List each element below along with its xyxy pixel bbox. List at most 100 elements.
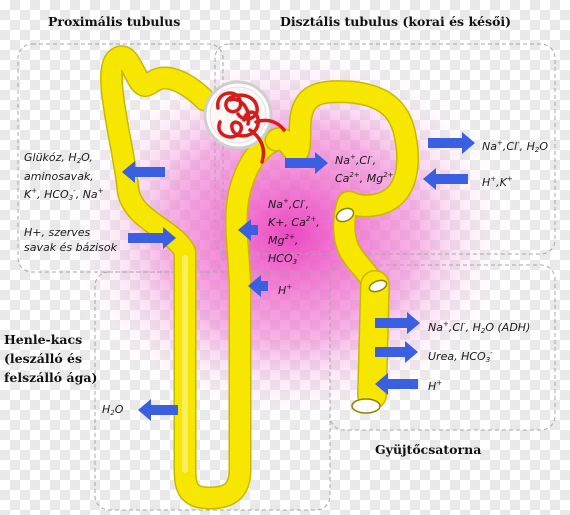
label-text: , (305, 198, 310, 211)
label-text: - (370, 153, 373, 161)
distal-region-box (214, 43, 556, 255)
label-text: 2 (76, 157, 82, 165)
label-text: ,Cl (502, 140, 518, 153)
collecting-duct-header: Gyüjtőcsatorna (375, 442, 482, 457)
label-text: K+, Ca (268, 216, 306, 229)
label-text: + (349, 153, 356, 161)
label-text: H (428, 380, 437, 393)
collecting-urea-label: Urea, HCO3- (428, 346, 493, 368)
label-text: O (539, 140, 549, 153)
label-text: 2+ (305, 215, 317, 223)
ascending-h-arrow (248, 275, 268, 297)
label-text: , H (519, 140, 535, 153)
proximal-in-arrow (128, 227, 176, 249)
label-line: Na+,Cl-, (335, 150, 394, 168)
henle-loop-header: Henle-kacs (leszálló és felszálló ága) (4, 330, 100, 387)
label-text: + (442, 320, 449, 328)
label-text: - (297, 251, 300, 259)
label-line: Mg2+, (268, 230, 320, 248)
label-line: H+ (428, 376, 442, 394)
label-text: O (ADH) (485, 321, 531, 334)
label-text: , (372, 154, 377, 167)
label-text: K (24, 188, 32, 201)
label-line: Glükóz, H2O, (24, 150, 104, 169)
label-text: + (496, 139, 503, 147)
label-text: Glükóz, H (24, 151, 77, 164)
label-line: K+, Ca2+, (268, 212, 320, 230)
label-text: H (482, 176, 491, 189)
label-text: Mg (268, 234, 285, 247)
label-text: - (73, 187, 76, 195)
label-text: ,Cl (355, 154, 371, 167)
henle-header-line-1: Henle-kacs (4, 332, 83, 347)
label-line: H+, szerves (24, 225, 117, 240)
label-text: HCO (268, 252, 293, 265)
label-line: aminosavak, (24, 169, 104, 184)
glomerulus (203, 80, 286, 164)
label-text: , (294, 234, 299, 247)
label-text: Urea, HCO (428, 350, 486, 363)
label-line: H2O (102, 402, 123, 421)
label-text: O (114, 403, 124, 416)
label-line: Na+,Cl-, H2O (482, 136, 548, 158)
label-text: ,Cl (448, 321, 464, 334)
label-line: Na+,Cl-, (268, 194, 320, 212)
henle-header-line-3: felszálló ága) (4, 370, 98, 385)
late-distal-out-arrow (428, 132, 475, 154)
henle-water-arrow (138, 399, 178, 421)
label-text: + (436, 379, 443, 387)
label-text: ,K (496, 176, 507, 189)
proximal-out-arrow (122, 161, 165, 183)
collecting-urea-arrow (375, 341, 418, 363)
tube-openings (335, 207, 388, 414)
henle-header-line-2: (leszálló és (4, 351, 83, 366)
label-text: - (490, 349, 493, 357)
label-line: Ca2+, Mg2+ (335, 168, 394, 186)
henle-region-box (94, 271, 331, 511)
label-text: H (102, 403, 111, 416)
ascending-limb-reabsorption-label: Na+,Cl-,K+, Ca2+,Mg2+,HCO3- (268, 194, 320, 270)
label-text: - (463, 320, 466, 328)
label-line: Na+,Cl-, H2O (ADH) (428, 317, 530, 339)
distal-tubulus-header: Disztális tubulus (korai és késői) (280, 14, 512, 29)
label-text: 2 (534, 146, 540, 154)
label-line: H+,K+ (482, 172, 513, 190)
label-text: Na (268, 198, 283, 211)
transport-arrows (122, 132, 475, 421)
label-text: + (286, 283, 293, 291)
label-text: ,Cl (288, 198, 304, 211)
label-text: Na (335, 154, 350, 167)
label-text: + (282, 197, 289, 205)
label-text: + (31, 187, 38, 195)
label-text: 3 (485, 356, 491, 364)
label-line: K+, HCO3-, Na+ (24, 184, 104, 206)
label-text: , H (465, 321, 481, 334)
label-text: 2+ (284, 233, 295, 241)
label-text: , HCO (37, 188, 69, 201)
proximal-tubulus-header: Proximális tubulus (48, 14, 181, 29)
late-distal-secretion-label: H+,K+ (482, 172, 513, 190)
collecting-h-arrow (375, 373, 418, 395)
early-distal-arrow (285, 152, 328, 174)
label-line: savak és bázisok (24, 240, 117, 255)
label-text: 2 (110, 409, 115, 417)
label-text: - (303, 197, 306, 205)
late-distal-reabsorption-label: Na+,Cl-, H2O (482, 136, 548, 158)
early-distal-reabsorption-label: Na+,Cl-,Ca2+, Mg2+ (335, 150, 394, 186)
label-text: Na (482, 140, 497, 153)
ascending-limb-h-label: H+ (278, 280, 292, 298)
label-line: Urea, HCO3- (428, 346, 493, 368)
collecting-h-label: H+ (428, 376, 442, 394)
label-text: aminosavak, (24, 170, 94, 183)
label-line: HCO3- (268, 248, 320, 270)
collecting-na-label: Na+,Cl-, H2O (ADH) (428, 317, 530, 339)
label-text: , Mg (359, 172, 384, 185)
label-text: 3 (292, 258, 298, 266)
label-text: 2 (480, 327, 486, 335)
label-text: Na (428, 321, 443, 334)
label-text: , Na (75, 188, 98, 201)
collecting-region-box (329, 264, 556, 431)
late-distal-in-arrow (423, 168, 468, 190)
